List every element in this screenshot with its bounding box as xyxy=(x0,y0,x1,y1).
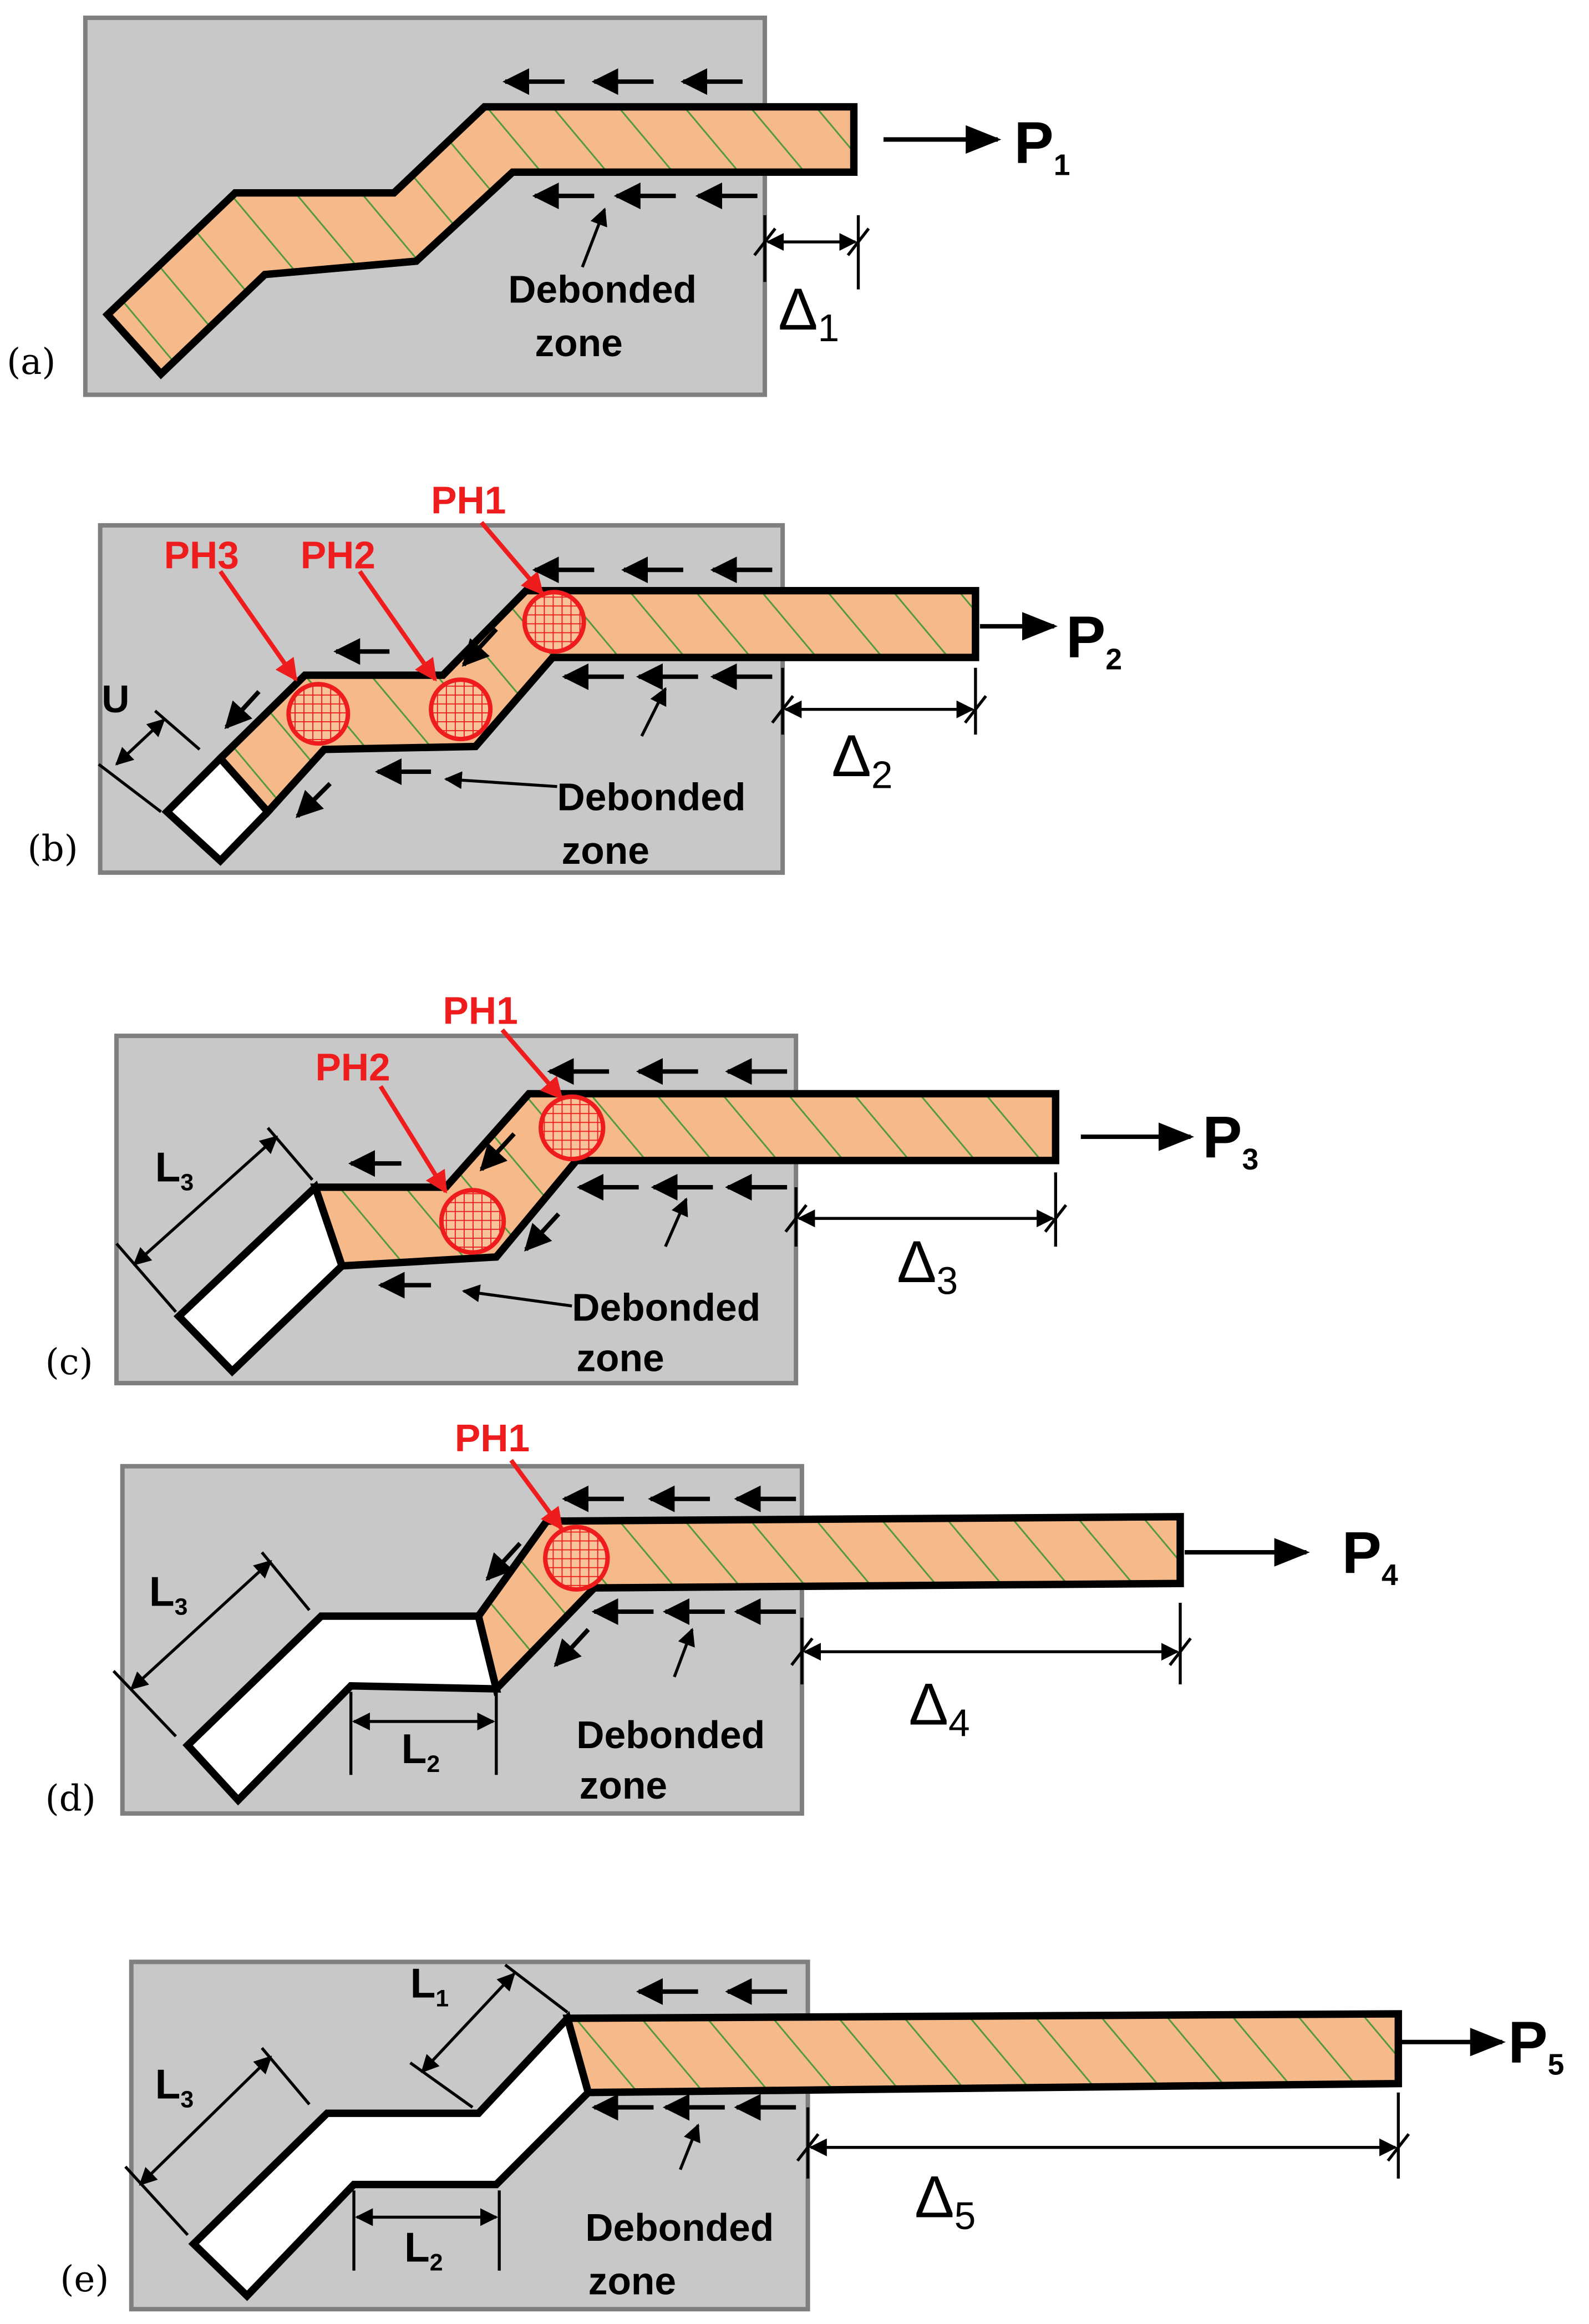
tendon xyxy=(562,2010,1402,2097)
plastic-hinges xyxy=(439,1094,606,1255)
ph1-label: PH1 xyxy=(455,1416,530,1460)
l3-dimension xyxy=(112,1551,311,1738)
l1-dimension xyxy=(409,1963,568,2109)
zone-label: zone xyxy=(535,321,622,364)
panel-label: (a) xyxy=(7,341,55,383)
hinge-pointer xyxy=(509,1459,563,1531)
delta-label: Δ2 xyxy=(831,722,892,796)
delta-dimension xyxy=(796,2092,1410,2179)
ph1-label: PH1 xyxy=(431,479,506,522)
l3-label: L3 xyxy=(155,1143,194,1196)
panel-label: (d) xyxy=(45,1778,96,1819)
load-label: P2 xyxy=(1066,604,1122,676)
hinge-pointers xyxy=(218,520,544,682)
delta-dimension xyxy=(784,1172,1068,1247)
debonded-pointer xyxy=(581,207,607,268)
delta-label: Δ4 xyxy=(908,1670,969,1744)
panel-d: PH1 Debonded zone L3 L2 P4 xyxy=(45,1416,1398,1819)
l3-dimension xyxy=(115,1127,314,1313)
delta-dimension xyxy=(790,1602,1192,1685)
zone-label: zone xyxy=(580,1764,667,1807)
debonded-label: Debonded xyxy=(557,776,746,819)
panel-label: (b) xyxy=(28,828,78,869)
panel-b: PH1 PH2 PH3 Debonded zone U P2 xyxy=(28,479,1122,875)
bond-arrows xyxy=(348,1058,788,1299)
l3-label: L3 xyxy=(149,1568,188,1620)
tendon xyxy=(215,586,979,818)
hinge-ph3 xyxy=(286,682,351,746)
hinge-ph1 xyxy=(543,1525,610,1592)
debonded-pointer xyxy=(679,2123,700,2170)
hinge-ph2 xyxy=(439,1188,506,1255)
debonded-label: Debonded xyxy=(585,2206,774,2249)
zone-label: zone xyxy=(588,2260,676,2303)
l2-label: L2 xyxy=(404,2224,443,2276)
delta-label: Δ1 xyxy=(778,276,839,350)
tendon xyxy=(102,103,858,379)
panel-c: PH1 PH2 Debonded zone L3 P3 xyxy=(45,989,1258,1386)
load-label: P1 xyxy=(1014,109,1070,181)
debonded-label: Debonded xyxy=(508,268,697,311)
debonded-pointer-2 xyxy=(461,1284,572,1308)
l2-label: L2 xyxy=(402,1725,440,1778)
delta-label: Δ3 xyxy=(897,1228,958,1302)
load-label: P4 xyxy=(1342,1519,1398,1591)
debonded-label: Debonded xyxy=(576,1713,765,1756)
hinge-pointers xyxy=(378,1028,563,1194)
u-label: U xyxy=(101,677,129,721)
debonded-label: Debonded xyxy=(572,1286,760,1329)
l2-dimension xyxy=(349,1692,498,1775)
l3-label: L3 xyxy=(155,2060,194,2113)
load-label: P3 xyxy=(1202,1103,1258,1176)
debonded-pointer xyxy=(640,687,667,737)
hinge-ph1 xyxy=(522,590,586,654)
debonded-pointer xyxy=(673,1628,695,1678)
delta-dimension xyxy=(771,667,987,735)
zone-label: zone xyxy=(562,829,649,872)
bond-arrows xyxy=(224,556,773,818)
bond-arrows xyxy=(485,1485,796,1667)
hinge-ph2 xyxy=(429,677,493,742)
u-dimension xyxy=(98,710,201,813)
delta-label: Δ5 xyxy=(915,2163,976,2237)
l1-label: L1 xyxy=(410,1960,449,2012)
bond-arrows xyxy=(591,1978,796,2121)
plastic-hinges xyxy=(286,590,586,746)
panel-a: Debonded zone P1 Δ1 (a) xyxy=(7,16,1070,397)
ph3-label: PH3 xyxy=(164,534,239,577)
l2-dimension xyxy=(352,2190,501,2271)
ph2-label: PH2 xyxy=(301,534,375,577)
panel-label: (e) xyxy=(60,2259,109,2300)
load-label: P5 xyxy=(1508,2009,1564,2081)
panel-label: (c) xyxy=(45,1341,93,1383)
hinge-ph1 xyxy=(539,1094,606,1162)
l3-dimension xyxy=(124,2047,311,2236)
panel-e: Debonded zone L3 L2 L1 P5 Δ5 xyxy=(60,1960,1564,2312)
delta-dimension xyxy=(753,215,870,290)
debonded-pointer xyxy=(664,1197,688,1248)
debonded-pointer-2 xyxy=(444,771,557,789)
ph2-label: PH2 xyxy=(315,1045,390,1088)
zone-label: zone xyxy=(576,1336,664,1380)
ph1-label: PH1 xyxy=(443,989,518,1032)
